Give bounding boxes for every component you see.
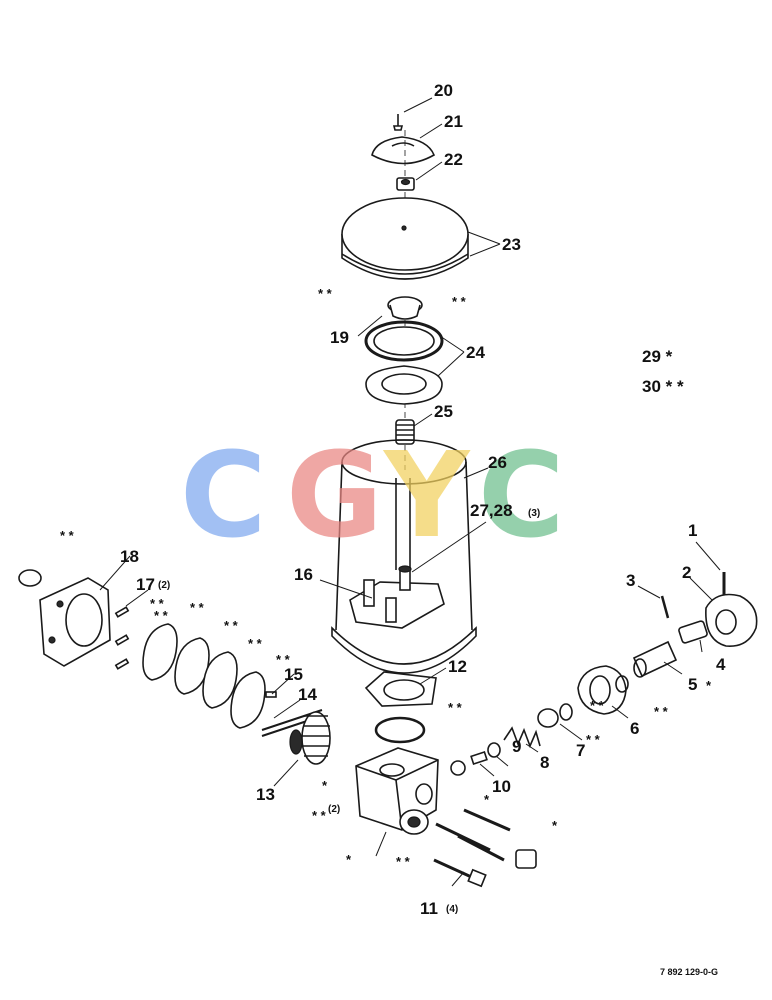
qty-11: (4) xyxy=(446,904,458,915)
part-cap-left xyxy=(18,569,42,587)
star-f: * * xyxy=(190,600,205,615)
label-26: 26 xyxy=(488,453,507,472)
label-16: 16 xyxy=(294,565,313,584)
drawing-number: 7 892 129-0-G xyxy=(660,967,718,977)
label-2: 2 xyxy=(682,563,691,582)
star-d: * * xyxy=(150,596,165,611)
label-11: 11 xyxy=(420,899,438,918)
star-t: * * xyxy=(590,698,605,713)
part-26-bowl xyxy=(331,439,477,674)
star-k: * xyxy=(322,778,328,793)
part-9-washer xyxy=(487,742,501,758)
part-19-plug xyxy=(387,296,423,320)
star-l: * * xyxy=(312,808,327,823)
part-22-nut xyxy=(396,177,415,191)
part-plates-left xyxy=(142,623,266,729)
star-r: * * xyxy=(654,704,669,719)
watermark: C G Y C xyxy=(180,426,565,564)
star-a: * * xyxy=(60,528,75,543)
watermark-y: Y xyxy=(382,426,471,564)
part-18-pump-cover xyxy=(39,577,111,667)
label-27-28: 27,28 xyxy=(470,501,513,520)
label-12: 12 xyxy=(448,657,467,676)
qty-17: (2) xyxy=(158,580,170,591)
label-15: 15 xyxy=(284,665,303,684)
part-17-pins xyxy=(114,606,130,670)
star-q: * * xyxy=(586,732,601,747)
label-10: 10 xyxy=(492,777,511,796)
label-19: 19 xyxy=(330,328,349,347)
star-e: * * xyxy=(154,608,169,623)
legend-30: 30 * * xyxy=(642,377,684,396)
star-j: * * xyxy=(448,700,463,715)
part-7-seat xyxy=(537,703,573,728)
star-s: * xyxy=(706,678,712,693)
part-20-screw xyxy=(392,114,404,131)
watermark-c1: C xyxy=(180,426,267,564)
label-21: 21 xyxy=(444,112,463,131)
label-9: 9 xyxy=(512,737,521,756)
part-23-diaphragm-disc xyxy=(341,197,469,280)
qty-27-28: (3) xyxy=(528,508,540,519)
label-23: 23 xyxy=(502,235,521,254)
label-24: 24 xyxy=(466,343,485,362)
star-p: * xyxy=(552,818,558,833)
label-3: 3 xyxy=(626,571,635,590)
part-24-gaskets xyxy=(364,320,444,405)
label-5: 5 xyxy=(688,675,697,694)
label-13: 13 xyxy=(256,785,275,804)
label-20: 20 xyxy=(434,81,453,100)
part-10-fitting xyxy=(450,751,488,776)
label-18: 18 xyxy=(120,547,139,566)
label-4: 4 xyxy=(716,655,726,674)
legend-29: 29 * xyxy=(642,347,673,366)
label-14: 14 xyxy=(298,685,317,704)
star-o: * xyxy=(484,792,490,807)
star-n: * * xyxy=(396,854,411,869)
part-21-cap xyxy=(371,136,436,165)
part-4-sleeve xyxy=(678,620,708,644)
star-m: * xyxy=(346,852,352,867)
part-12-gasket xyxy=(364,671,437,744)
part-5-stem xyxy=(632,640,678,678)
pump-body xyxy=(355,747,439,835)
part-3-cotter xyxy=(660,595,670,619)
label-7: 7 xyxy=(576,741,585,760)
part-11-bolts xyxy=(433,808,537,888)
label-6: 6 xyxy=(630,719,639,738)
part-25-spring xyxy=(395,419,415,445)
star-g: * * xyxy=(224,618,239,633)
label-17: 17 xyxy=(136,575,155,594)
part-15-pin xyxy=(265,691,277,698)
qty-star: (2) xyxy=(328,804,340,815)
part-2-handwheel xyxy=(705,593,758,647)
watermark-c2: C xyxy=(478,426,565,564)
star-c: * * xyxy=(452,294,467,309)
star-i: * * xyxy=(276,652,291,667)
part-13-gear xyxy=(289,711,331,765)
label-1: 1 xyxy=(688,521,697,540)
part-6-bonnet xyxy=(577,665,629,715)
star-h: * * xyxy=(248,636,263,651)
watermark-g: G xyxy=(286,426,383,564)
label-25: 25 xyxy=(434,402,453,421)
part-8-spring xyxy=(503,726,541,749)
star-b: * * xyxy=(318,286,333,301)
label-22: 22 xyxy=(444,150,463,169)
label-8: 8 xyxy=(540,753,549,772)
